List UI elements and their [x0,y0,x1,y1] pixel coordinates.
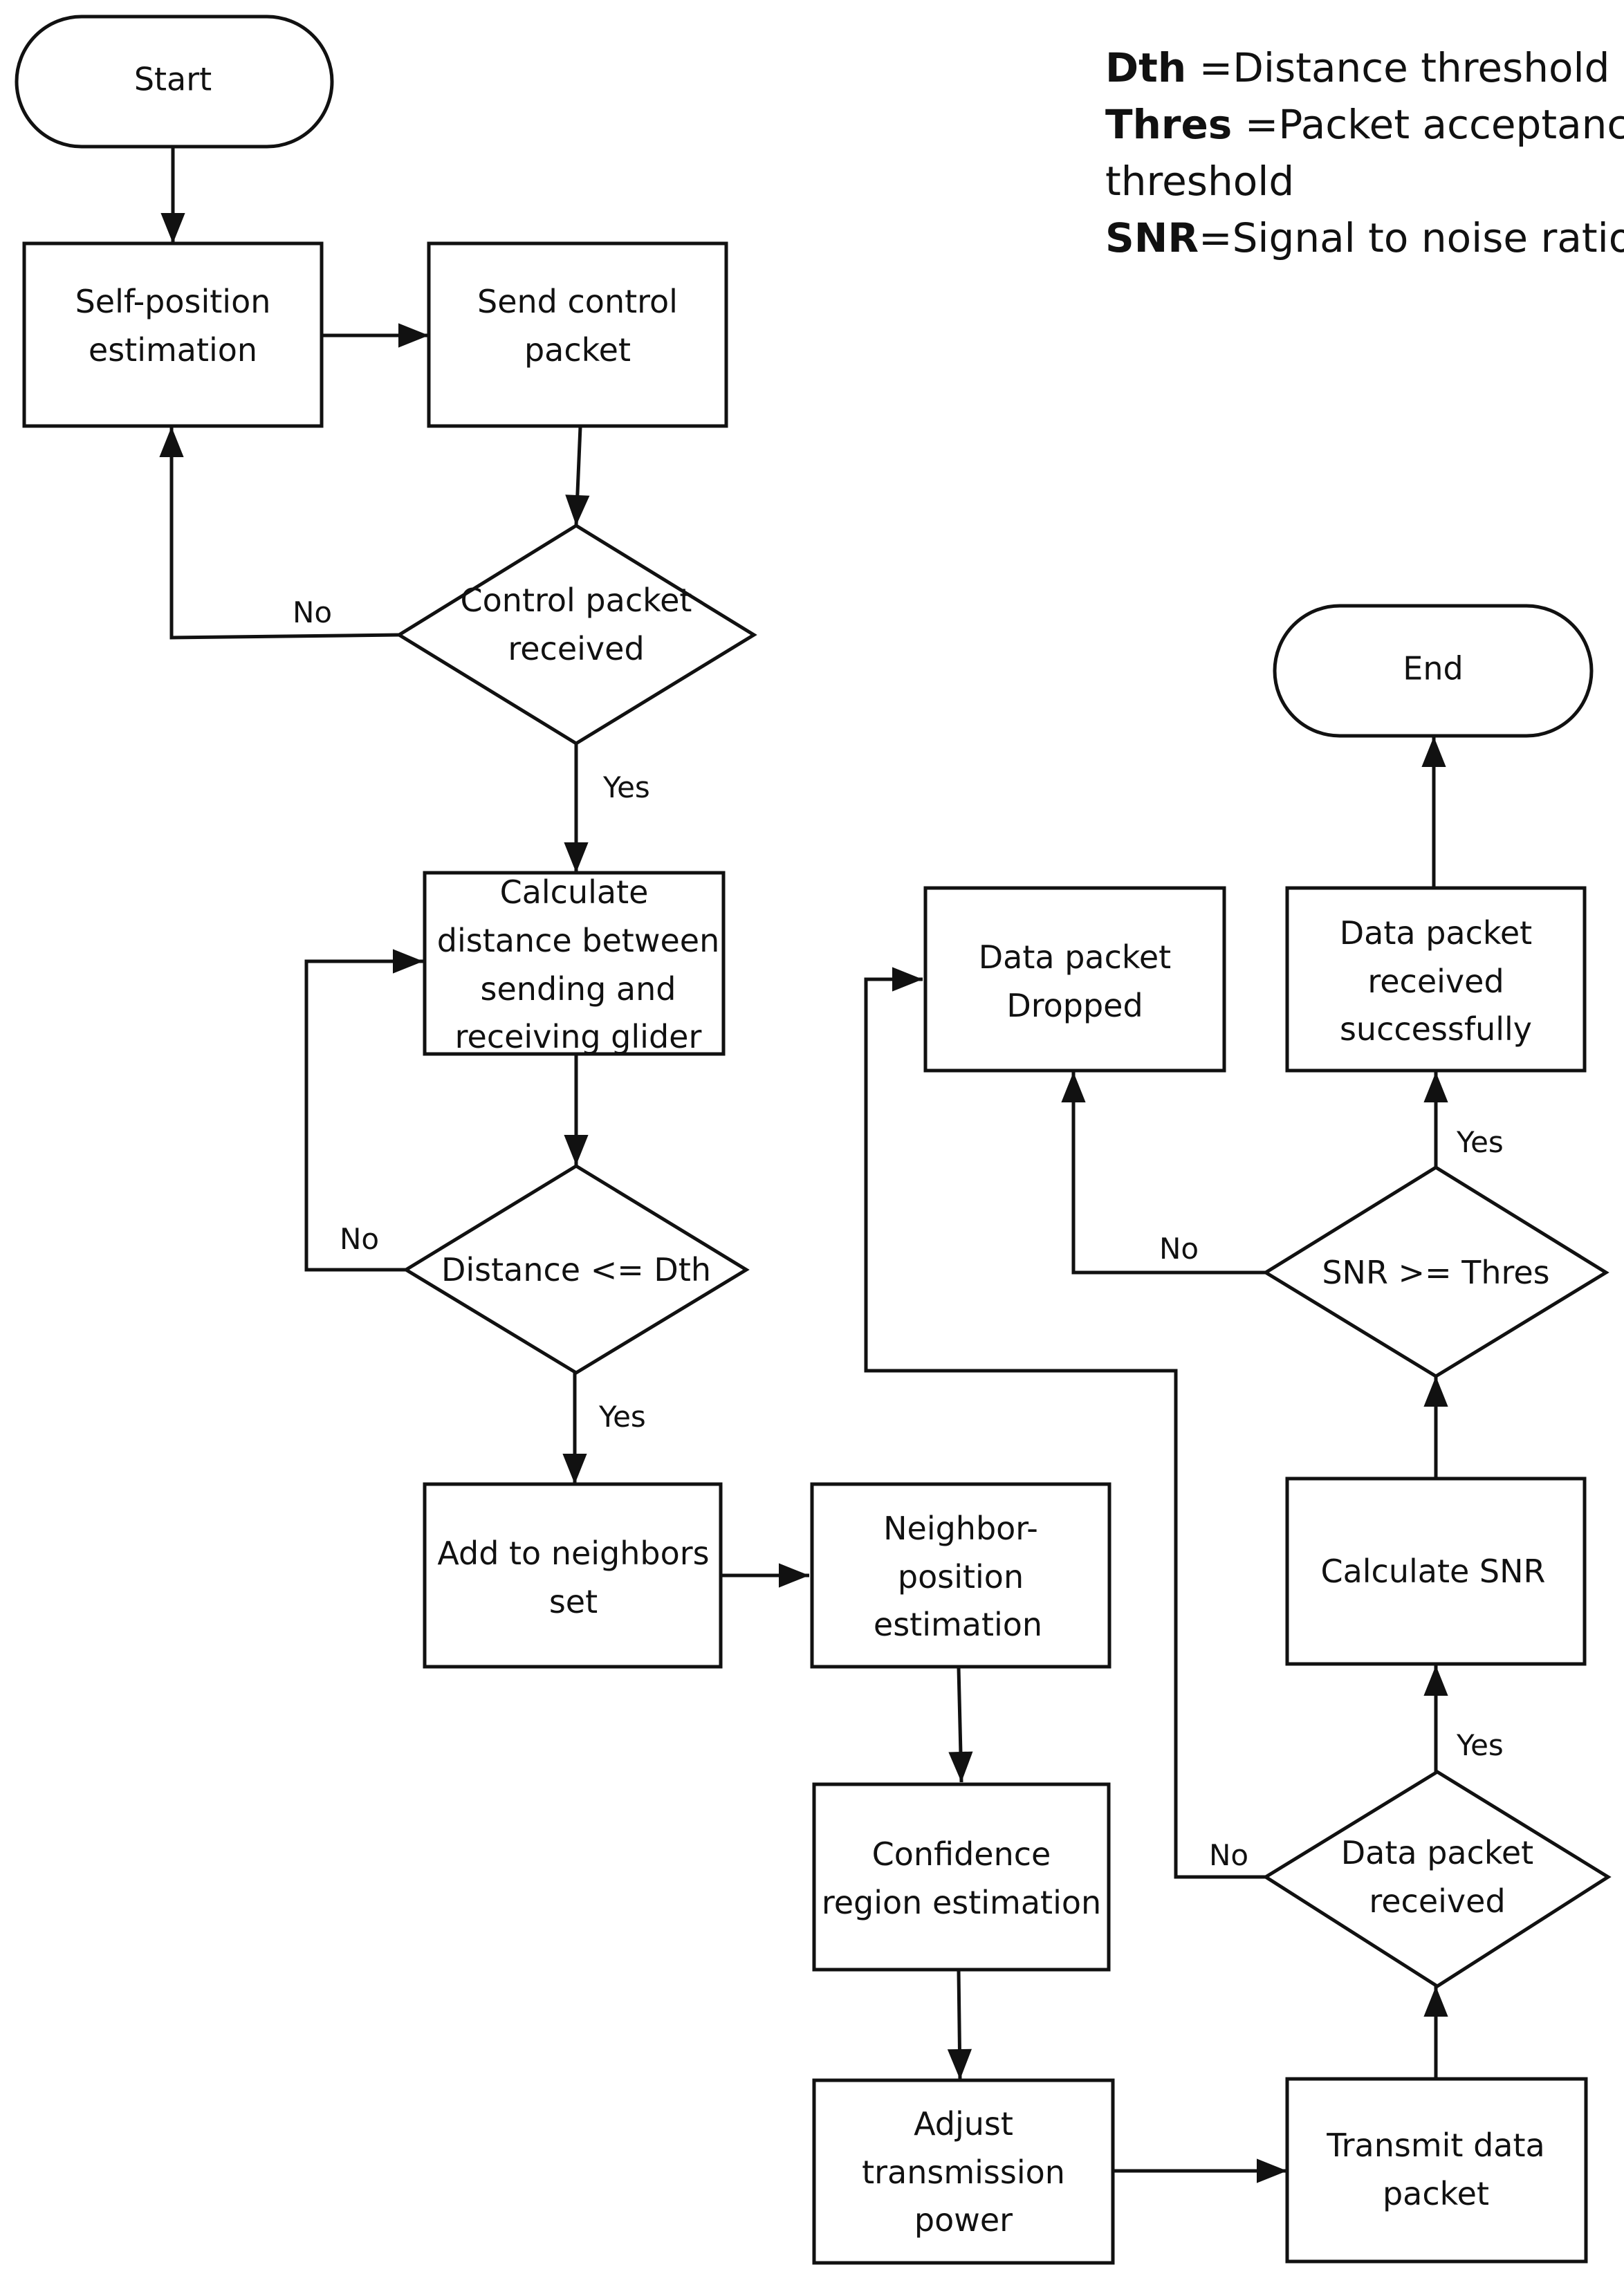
end-terminal: End [1273,604,1594,738]
data-dropped-box: Data packet Dropped [923,886,1226,1073]
neighbor-position-line2: position [898,1558,1024,1595]
data-dropped-line2: Dropped [1006,987,1143,1024]
neighbor-position-box: Neighbor- position estimation [810,1482,1111,1669]
edge-neighbor-position-to-confidence [948,1667,973,1783]
calc-snr-label: Calculate SNR [1320,1553,1545,1590]
legend-snr-text: =Signal to noise ratio [1199,214,1624,261]
distance-check-label: Distance <= Dth [441,1251,711,1288]
confidence-region-line2: region estimation [822,1884,1101,1921]
confidence-region-box: Confidence region estimation [812,1782,1111,1972]
calc-distance-box: Calculate distance between sending and r… [423,871,726,1056]
confidence-region-line1: Confidence [872,1835,1051,1873]
legend: Dth =Distance threshold Thres =Packet ac… [1105,44,1624,261]
edge-labels: No Yes No Yes No Yes No Yes [293,595,1504,1872]
label-no-distance: No [340,1222,379,1256]
snr-check-diamond: SNR >= Thres [1262,1165,1609,1378]
legend-thres-text: =Packet acceptance [1232,101,1624,148]
connectors [159,147,1448,2183]
data-success-line2: received [1367,963,1504,1000]
label-yes-snr: Yes [1456,1125,1504,1159]
transmit-data-line1: Transmit data [1326,2127,1544,2164]
legend-snr-key: SNR [1105,214,1199,261]
data-dropped-line1: Data packet [979,938,1171,976]
label-no-snr: No [1159,1232,1199,1266]
self-position-line1: Self-position [75,283,271,320]
label-yes-control: Yes [602,770,650,804]
label-yes-data: Yes [1456,1728,1504,1762]
start-terminal: Start [15,15,334,149]
end-label: End [1403,650,1463,687]
legend-dth-text: =Distance threshold [1186,44,1609,91]
data-received-line1: Data packet [1341,1834,1533,1871]
data-received-diamond: Data packet received [1262,1770,1612,1988]
data-success-line3: successfully [1340,1010,1532,1048]
calc-distance-line4: receiving glider [455,1018,702,1055]
data-success-box: Data packet received successfully [1285,886,1587,1073]
edge-control-received-no [159,427,400,640]
control-received-line2: received [508,630,644,667]
data-success-line1: Data packet [1340,914,1532,952]
add-neighbors-box: Add to neighbors set [423,1482,723,1669]
legend-thres: Thres =Packet acceptance [1105,101,1624,148]
adjust-power-line3: power [914,2201,1013,2239]
calc-distance-line2: distance between [437,922,719,959]
calc-snr-box: Calculate SNR [1285,1477,1587,1666]
send-control-line2: packet [524,331,631,369]
self-position-line2: estimation [89,331,257,369]
adjust-power-line1: Adjust [914,2105,1013,2143]
add-neighbors-line2: set [549,1583,598,1620]
send-control-box: Send control packet [427,241,728,428]
calc-distance-line1: Calculate [500,873,649,911]
start-label: Start [134,61,212,98]
label-no-data: No [1209,1838,1248,1872]
self-position-box: Self-position estimation [22,241,324,428]
data-received-line2: received [1369,1882,1505,1920]
add-neighbors-line1: Add to neighbors [437,1535,709,1572]
edge-confidence-to-adjust-power [947,1970,972,2080]
transmit-data-line2: packet [1383,2175,1489,2212]
control-received-diamond: Control packet received [396,524,757,746]
legend-dth: Dth =Distance threshold [1105,44,1609,91]
distance-check-diamond: Distance <= Dth [403,1164,750,1375]
legend-thres-key: Thres [1105,101,1232,148]
calc-distance-line3: sending and [481,970,676,1008]
snr-check-label: SNR >= Thres [1322,1254,1549,1291]
neighbor-position-line3: estimation [874,1606,1042,1643]
transmit-data-box: Transmit data packet [1285,2077,1588,2264]
edge-snr-check-no [1061,1072,1266,1275]
edge-data-received-no [864,967,1266,1879]
neighbor-position-line1: Neighbor- [883,1510,1038,1547]
control-received-line1: Control packet [461,582,692,619]
label-no-control: No [293,595,332,629]
adjust-power-line2: transmission [862,2154,1065,2191]
send-control-line1: Send control [477,283,678,320]
edge-distance-check-no [304,949,423,1272]
adjust-power-box: Adjust transmission power [812,2078,1115,2265]
legend-thres-text2: threshold [1105,158,1294,205]
label-yes-distance: Yes [598,1400,646,1434]
legend-dth-key: Dth [1105,44,1186,91]
edge-send-control-to-control-received [565,426,590,526]
legend-snr: SNR=Signal to noise ratio [1105,214,1624,261]
